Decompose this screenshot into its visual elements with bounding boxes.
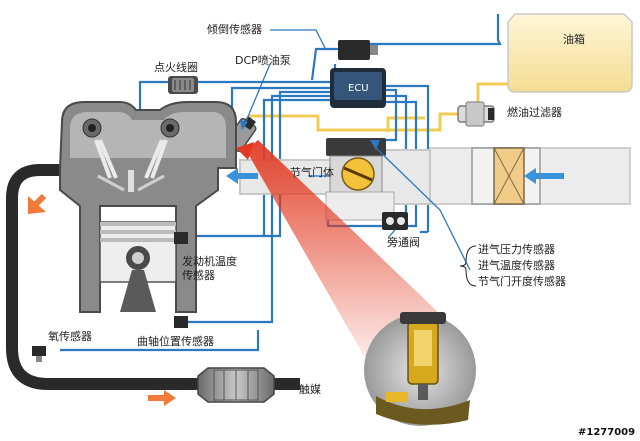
- fuel-filter: [457, 101, 495, 127]
- catalytic-converter: [197, 367, 275, 403]
- tilt-sensor-unit: [338, 40, 378, 60]
- ecu-unit: [330, 68, 386, 108]
- throttle-position-sensor-label: 节气门开度传感器: [478, 275, 566, 288]
- bypass-valve-label: 旁通阀: [387, 236, 420, 249]
- callout-lines: [240, 29, 477, 287]
- ecu-label: ECU: [348, 83, 369, 94]
- catalyst-label: 触媒: [299, 383, 321, 396]
- engine-temp-sensor-label-line2: 传感器: [182, 269, 215, 282]
- oxygen-sensor: [32, 346, 46, 362]
- tilt-sensor-label: 倾倒传感器: [207, 23, 262, 36]
- fuel-lines: [248, 82, 508, 132]
- injector-highlight: [236, 140, 442, 370]
- injector-inset-photo: [364, 312, 476, 426]
- engine-block: [59, 101, 237, 328]
- engine-temp-sensor-label-line1: 发动机温度: [182, 255, 237, 268]
- ignition-coil-label: 点火线圈: [154, 61, 198, 74]
- throttle-body: [325, 138, 408, 230]
- exhaust-pipe: [6, 164, 300, 390]
- crank-position-sensor-label: 曲轴位置传感器: [137, 335, 214, 348]
- intake-temp-sensor-label: 进气温度传感器: [478, 259, 555, 272]
- dcp-pump-label: DCP喷油泵: [235, 54, 291, 67]
- watermark: #1277009: [578, 427, 636, 438]
- flow-arrows: [28, 168, 564, 406]
- throttle-body-label: 节气门体: [290, 166, 334, 179]
- intake-pressure-sensor-label: 进气压力传感器: [478, 243, 555, 256]
- fuel-tank-label: 油箱: [563, 33, 585, 46]
- ignition-coil: [168, 76, 198, 94]
- fuel-filter-label: 燃油过滤器: [507, 106, 562, 119]
- fuel-tank: [507, 13, 633, 93]
- oxygen-sensor-label: 氧传感器: [48, 330, 92, 343]
